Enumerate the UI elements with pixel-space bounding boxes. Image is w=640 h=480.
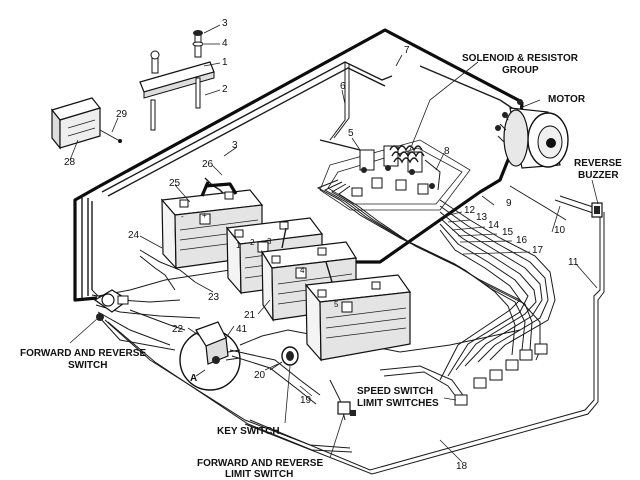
- speed-switch-limit-switches[interactable]: [454, 343, 548, 406]
- fr-switch-label-line1: FORWARD AND REVERSE: [20, 348, 147, 359]
- callout-2: 2: [222, 84, 228, 95]
- fr-limit-label-line2: LIMIT SWITCH: [225, 469, 294, 480]
- callout-13: 13: [476, 212, 488, 223]
- callout-1: 1: [222, 57, 228, 68]
- reverse-label: REVERSE: [574, 158, 622, 169]
- callout-8: 8: [444, 146, 450, 157]
- callout-28: 28: [64, 157, 76, 168]
- battery-2-terminal-1: 1: [236, 241, 241, 250]
- reverse-buzzer: [591, 202, 603, 218]
- callout-17: 17: [532, 245, 544, 256]
- key-switch[interactable]: [269, 346, 299, 371]
- callout-21: 21: [244, 310, 256, 321]
- cable-7: [73, 185, 99, 302]
- callout-6: 6: [340, 81, 346, 92]
- callout-9: 9: [506, 198, 512, 209]
- callout-10: 10: [554, 225, 566, 236]
- battery-pack: [160, 181, 412, 362]
- limit-switches-label: LIMIT SWITCHES: [357, 398, 439, 409]
- battery-3-terminal-4: 4: [300, 266, 305, 275]
- fr-switch-label-line2: SWITCH: [68, 360, 108, 371]
- callout-29: 29: [116, 109, 128, 120]
- detail-circle-a: [179, 321, 241, 391]
- battery-4-terminal-5: 5: [334, 300, 339, 309]
- callout-20: 20: [254, 370, 266, 381]
- callout-23: 23: [208, 292, 220, 303]
- callout-19: 19: [300, 395, 312, 406]
- callout-4: 4: [222, 38, 228, 49]
- battery-1-neg-mark: -: [181, 212, 184, 221]
- callout-3-top: 3: [222, 18, 228, 29]
- detail-a-label: A: [190, 373, 198, 384]
- callout-15: 15: [502, 227, 514, 238]
- key-switch-label: KEY SWITCH: [217, 426, 280, 437]
- hold-down-bracket: [139, 30, 215, 131]
- callout-7: 7: [404, 45, 410, 56]
- solenoid-resistor-group: [319, 139, 471, 211]
- callout-11: 11: [568, 257, 579, 268]
- callout-12: 12: [464, 205, 476, 216]
- callout-41: 41: [236, 324, 248, 335]
- motor-label: MOTOR: [548, 94, 586, 105]
- callout-25: 25: [169, 178, 181, 189]
- forward-reverse-switch[interactable]: [93, 289, 130, 321]
- leader-lines: [69, 24, 599, 463]
- forward-reverse-limit-switch[interactable]: [337, 401, 356, 416]
- buzzer-label: BUZZER: [578, 170, 619, 181]
- callout-22: 22: [172, 324, 184, 335]
- fr-limit-label-line1: FORWARD AND REVERSE: [197, 458, 324, 469]
- motor: [495, 99, 569, 169]
- solenoid-group-label: GROUP: [502, 65, 539, 76]
- callout-26: 26: [202, 159, 214, 170]
- callout-14: 14: [488, 220, 500, 231]
- callout-16: 16: [516, 235, 528, 246]
- callout-3-mid: 3: [232, 140, 238, 151]
- callout-24: 24: [128, 230, 140, 241]
- battery-clamp: [50, 97, 122, 150]
- speed-switch-label: SPEED SWITCH: [357, 386, 434, 397]
- callout-18: 18: [456, 461, 468, 472]
- battery-4: [304, 274, 412, 362]
- battery-2-terminal-2: 2: [250, 238, 255, 247]
- battery-1-pos-mark: +: [202, 211, 207, 220]
- harness-bundle: [244, 179, 605, 475]
- battery-2-terminal-3: 3: [267, 237, 272, 246]
- solenoid-resistor-label: SOLENOID & RESISTOR: [462, 53, 578, 64]
- callout-5: 5: [348, 128, 354, 139]
